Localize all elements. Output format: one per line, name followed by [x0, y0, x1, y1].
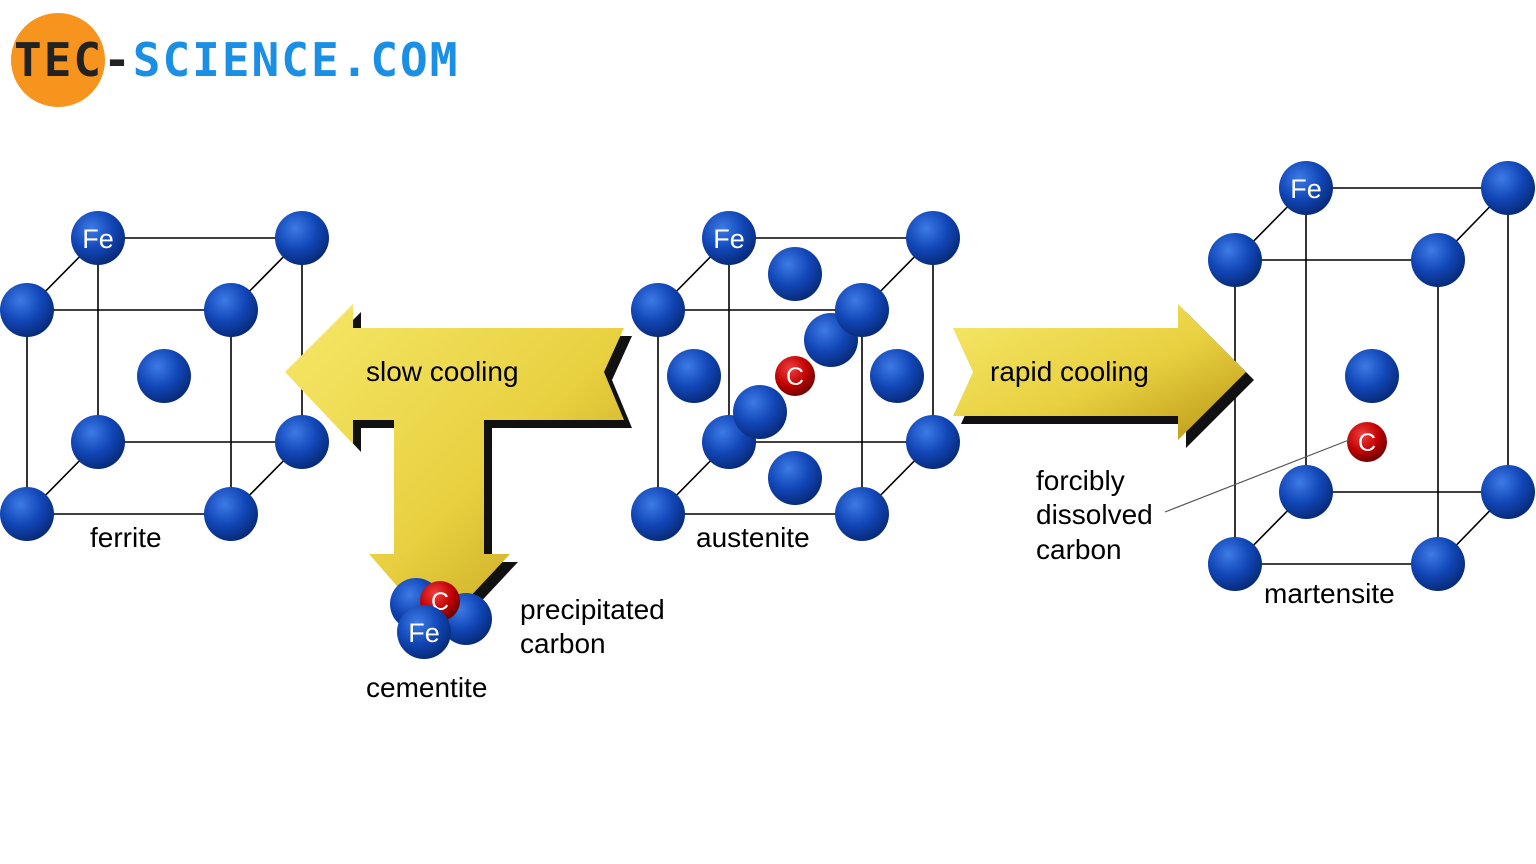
forcibly-dissolved-leader-line — [1164, 439, 1350, 513]
c-atom — [775, 356, 815, 396]
forcibly-line-3: carbon — [1036, 534, 1122, 565]
fe-atom — [1208, 233, 1262, 287]
fe-atom — [835, 487, 889, 541]
logo-text-blue: SCIENCE — [133, 33, 341, 87]
martensite-fe-label: Fe — [1290, 174, 1322, 204]
fe-atom — [1411, 537, 1465, 591]
fe-atom — [71, 415, 125, 469]
fe-atom — [631, 283, 685, 337]
austenite-structure: Fe C austenite — [631, 211, 960, 553]
fe-atom-labeled — [71, 211, 125, 265]
slow-cooling-arrow: slow cooling — [285, 304, 632, 640]
austenite-c-label: C — [786, 363, 804, 391]
fe-atom — [1208, 537, 1262, 591]
slow-cooling-label: slow cooling — [366, 356, 519, 387]
forcibly-line-2: dissolved — [1036, 499, 1153, 530]
fe-atom — [204, 283, 258, 337]
fe-atom — [204, 487, 258, 541]
rapid-cooling-label: rapid cooling — [990, 356, 1149, 387]
fe-atom — [1481, 465, 1535, 519]
fe-atom — [1481, 161, 1535, 215]
fe-atom — [768, 451, 822, 505]
fe-atom — [733, 385, 787, 439]
martensite-c-label: C — [1358, 429, 1376, 457]
martensite-structure: Fe C martensite — [1208, 161, 1535, 609]
logo-circle — [11, 13, 105, 107]
precipitated-line-2: carbon — [520, 628, 606, 659]
fe-atom — [1279, 465, 1333, 519]
fe-atom — [835, 283, 889, 337]
fe-atom-labeled — [1279, 161, 1333, 215]
logo-text: TEC-SCIENCE.COM — [14, 33, 459, 87]
rapid-cooling-arrow-body — [953, 304, 1246, 440]
fe-atom — [667, 349, 721, 403]
precipitated-line-1: precipitated — [520, 594, 665, 625]
forcibly-line-1: forcibly — [1036, 465, 1125, 496]
fe-atom — [631, 487, 685, 541]
cementite-fe-label: Fe — [408, 618, 440, 648]
martensite-label: martensite — [1264, 578, 1395, 609]
logo-text-dark: TEC- — [14, 33, 133, 87]
austenite-fe-label: Fe — [713, 224, 745, 254]
ferrite-structure: Fe ferrite — [0, 211, 329, 553]
fe-atom — [768, 247, 822, 301]
austenite-label: austenite — [696, 522, 810, 553]
fe-atom — [906, 211, 960, 265]
c-atom — [1347, 422, 1387, 462]
fe-atom — [870, 349, 924, 403]
fe-atom-labeled — [397, 605, 451, 659]
fe-atom-labeled — [702, 211, 756, 265]
fe-atom — [275, 211, 329, 265]
logo-text-com: .COM — [341, 33, 460, 87]
precipitated-carbon-label: precipitated carbon — [520, 594, 673, 659]
rapid-cooling-arrow: rapid cooling — [953, 304, 1254, 448]
fe-atom — [275, 415, 329, 469]
fe-atom — [1411, 233, 1465, 287]
fe-atom — [1345, 349, 1399, 403]
forcibly-dissolved-label: forcibly dissolved carbon — [1036, 465, 1161, 565]
ferrite-label: ferrite — [90, 522, 162, 553]
site-logo[interactable]: TEC-SCIENCE.COM — [11, 13, 459, 107]
slow-cooling-arrow-body — [285, 304, 624, 632]
fe-atom — [0, 487, 54, 541]
fe-atom — [906, 415, 960, 469]
cementite-label: cementite — [366, 672, 487, 703]
cementite-cluster: C Fe cementite — [366, 578, 492, 703]
ferrite-fe-label: Fe — [82, 224, 114, 254]
fe-atom — [0, 283, 54, 337]
fe-atom — [137, 349, 191, 403]
